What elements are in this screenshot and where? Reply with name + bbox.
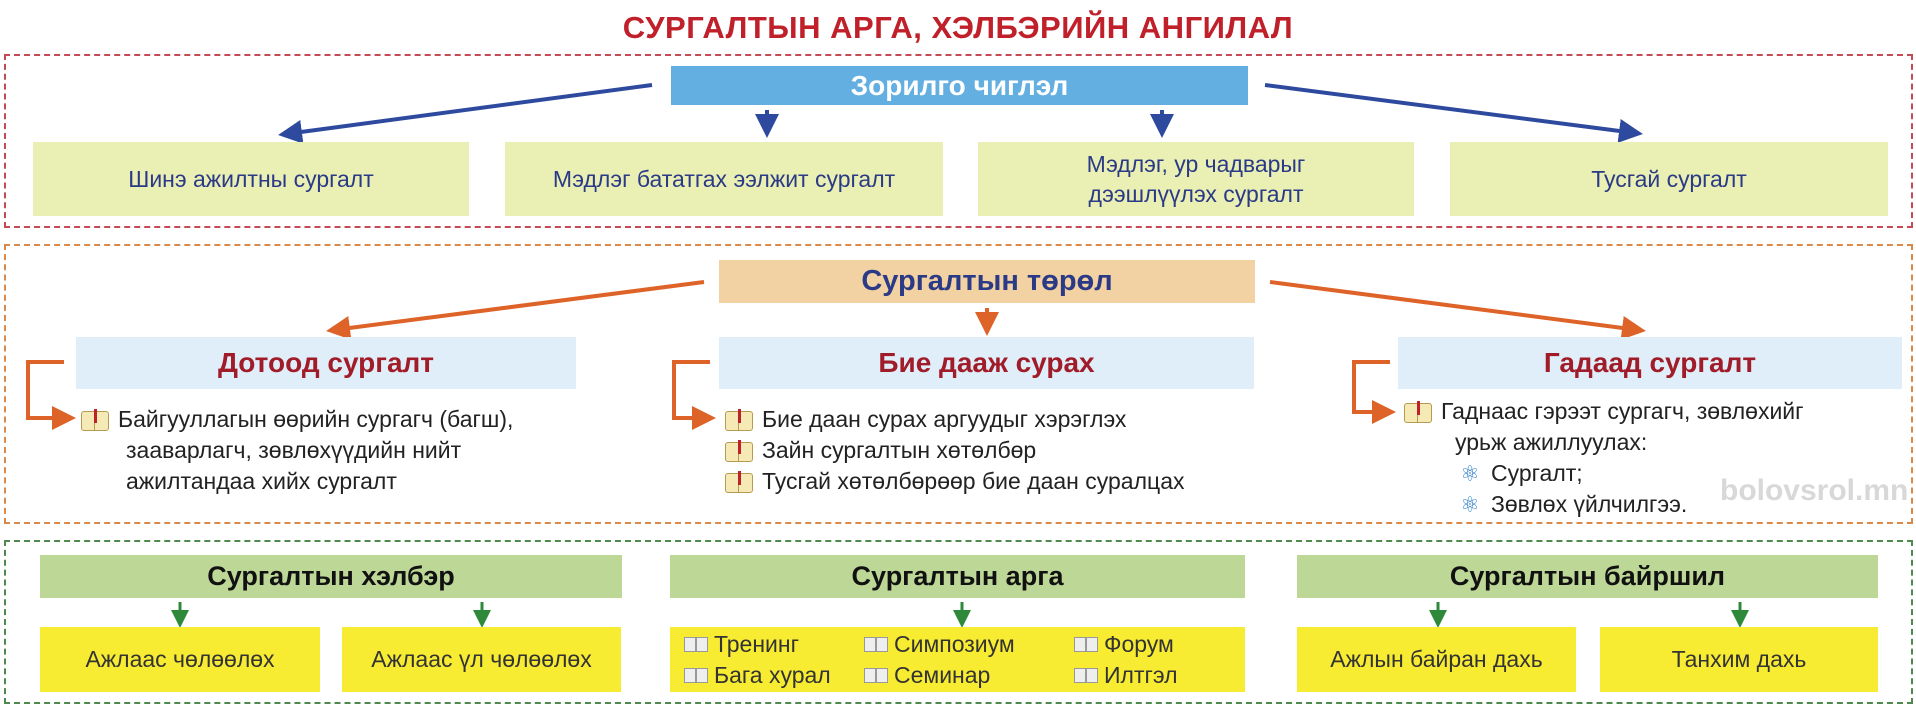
external-title: Гадаад сургалт: [1398, 337, 1902, 389]
book-icon: [724, 470, 754, 493]
watermark: bolovsrol.mn: [1720, 474, 1909, 507]
method-item: Форум: [1074, 629, 1234, 660]
list-item: Зайн сургалтын хөтөлбөр: [724, 435, 1284, 466]
bracket-arrow: [1352, 360, 1396, 424]
arrow: [278, 83, 653, 144]
method-item: Семинар: [864, 660, 1074, 691]
location-item: Ажлын байран дахь: [1297, 627, 1576, 692]
purpose-header: Зорилго чиглэл: [671, 66, 1248, 105]
method-item: Илтгэл: [1074, 660, 1234, 691]
purpose-item: Мэдлэг, ур чадварыг дээшлүүлэх сургалт: [978, 142, 1414, 216]
purpose-item: Мэдлэг бататгах ээлжит сургалт: [505, 142, 943, 216]
book-icon: [684, 667, 708, 683]
types-section: [4, 244, 1913, 524]
internal-description: Байгууллагын өөрийн сургагч (багш), заав…: [80, 404, 600, 497]
form-item: Ажлаас чөлөөлөх: [40, 627, 320, 692]
self-list: Бие даан сурах аргуудыг хэрэглэх Зайн су…: [724, 404, 1284, 497]
external-description: Гаднаас гэрээт сургагч, зөвлөхийг урьж а…: [1403, 396, 1903, 520]
text-line: зааварлагч, зөвлөхүүдийн нийт: [126, 437, 462, 463]
book-icon: [1074, 667, 1098, 683]
book-icon: [864, 667, 888, 683]
form-method-section: [4, 540, 1913, 704]
atom-icon: ⚛: [1460, 461, 1480, 486]
book-icon: [1074, 636, 1098, 652]
method-item: Бага хурал: [684, 660, 864, 691]
book-icon: [684, 636, 708, 652]
method-header: Сургалтын арга: [670, 555, 1245, 598]
method-label: Илтгэл: [1104, 661, 1178, 688]
list-item: Тусгай хөтөлбөрөөр бие даан суралцах: [724, 466, 1284, 497]
text-line: ажилтандаа хийх сургалт: [126, 468, 397, 494]
text-line: Тусгай хөтөлбөрөөр бие даан суралцах: [762, 468, 1185, 494]
purpose-section: [4, 54, 1913, 228]
diagram-title: СУРГАЛТЫН АРГА, ХЭЛБЭРИЙН АНГИЛАЛ: [622, 10, 1294, 45]
method-label: Бага хурал: [714, 661, 831, 688]
method-item: Тренинг: [684, 629, 864, 660]
types-header: Сургалтын төрөл: [719, 260, 1255, 303]
form-item: Ажлаас үл чөлөөлөх: [342, 627, 621, 692]
internal-title: Дотоод сургалт: [76, 337, 576, 389]
book-icon: [1403, 400, 1433, 423]
method-box: Тренинг Симпозиум Форум Бага хурал Семин…: [670, 627, 1245, 692]
atom-icon: ⚛: [1460, 492, 1480, 517]
arrow: [1269, 280, 1646, 340]
method-label: Семинар: [894, 661, 991, 688]
bracket-arrow: [672, 360, 716, 430]
bracket-arrow: [26, 360, 76, 430]
book-icon: [724, 439, 754, 462]
purpose-item: Тусгай сургалт: [1450, 142, 1888, 216]
method-label: Симпозиум: [894, 630, 1015, 657]
self-title: Бие дааж сурах: [719, 337, 1254, 389]
book-icon: [80, 408, 110, 431]
book-icon: [864, 636, 888, 652]
method-label: Тренинг: [714, 630, 799, 657]
form-header: Сургалтын хэлбэр: [40, 555, 622, 598]
text-line: Бие даан сурах аргуудыг хэрэглэх: [762, 406, 1127, 432]
text-line: Гаднаас гэрээт сургагч, зөвлөхийг: [1441, 398, 1804, 424]
text-line: урьж ажиллуулах:: [1455, 429, 1648, 455]
text-line: Зөвлөх үйлчилгээ.: [1491, 491, 1688, 517]
method-item: Симпозиум: [864, 629, 1074, 660]
location-item: Танхим дахь: [1600, 627, 1878, 692]
location-header: Сургалтын байршил: [1297, 555, 1878, 598]
arrow: [326, 280, 705, 340]
book-icon: [724, 408, 754, 431]
text-line: Байгууллагын өөрийн сургагч (багш),: [118, 406, 514, 432]
method-label: Форум: [1104, 630, 1174, 657]
purpose-item: Шинэ ажилтны сургалт: [33, 142, 469, 216]
text-line: Сургалт;: [1491, 460, 1583, 486]
text-line: Зайн сургалтын хөтөлбөр: [762, 437, 1037, 463]
list-item: Бие даан сурах аргуудыг хэрэглэх: [724, 404, 1284, 435]
arrow: [1264, 83, 1643, 143]
